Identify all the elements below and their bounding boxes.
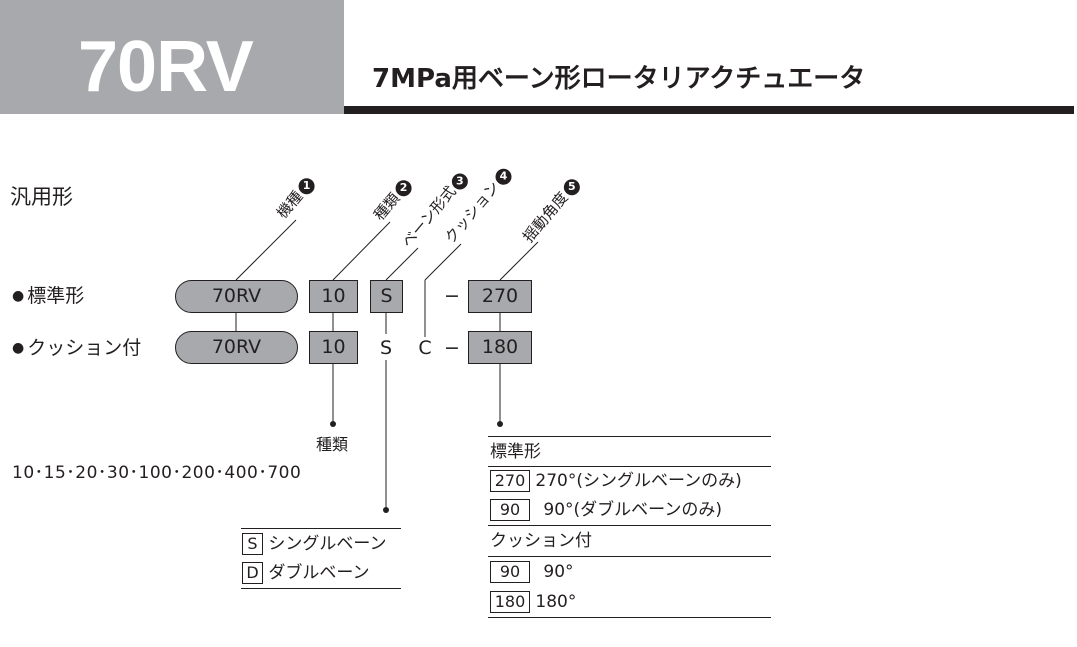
vane-table-top-rule <box>241 528 401 529</box>
angle-standard-title: 標準形 <box>490 442 541 462</box>
vane-code-cushion: S <box>379 337 393 359</box>
vane-code-standard: S <box>370 280 403 313</box>
cushion-code: C <box>418 337 432 359</box>
angle-row-90-standard: 90 90°(ダブルベーンのみ) <box>490 499 722 521</box>
angle-code-box: 180 <box>490 591 530 613</box>
leader-line-cushion <box>424 243 462 281</box>
bullet-icon: ● <box>12 288 25 304</box>
page-subtitle: 7MPa用ベーン形ロータリアクチュエータ <box>372 64 866 94</box>
leader-line-vane <box>385 247 419 281</box>
row-label-cushion: ●クッション付 <box>12 337 142 359</box>
angle-table-rule <box>488 525 771 526</box>
number-4-icon: 4 <box>495 168 512 185</box>
leader-line-angle <box>499 241 539 281</box>
size-code-standard: 10 <box>309 280 358 313</box>
size-code-cushion: 10 <box>309 331 358 364</box>
angle-row-90-cushion: 90 90° <box>490 561 574 583</box>
number-5-icon: 5 <box>563 179 580 196</box>
angle-table-top-rule <box>488 436 771 437</box>
model-title: 70RV <box>78 27 254 107</box>
dash-cushion: − <box>444 337 460 359</box>
angle-table-rule <box>488 556 771 557</box>
angle-code-standard: 270 <box>468 280 532 313</box>
section-title: 汎用形 <box>10 185 73 209</box>
angle-table-bottom-rule <box>488 617 771 618</box>
angle-code-box: 90 <box>490 561 530 583</box>
vane-code-box: D <box>242 562 263 584</box>
dash-standard: − <box>444 285 460 307</box>
angle-row-270: 270 270°(シングルベーンのみ) <box>490 470 742 492</box>
sizes-values: 10･15･20･30･100･200･400･700 <box>12 463 302 483</box>
size-lead-dot <box>330 421 336 427</box>
leader-line-size <box>332 221 391 281</box>
leader-line-model <box>235 219 297 281</box>
vane-code-box: S <box>242 533 263 555</box>
sizes-title: 種類 <box>316 435 349 454</box>
angle-row-180: 180 180° <box>490 591 576 613</box>
header-rule <box>344 106 1074 114</box>
vane-row-s: S シングルベーン <box>242 533 387 555</box>
model-code-cushion: 70RV <box>175 331 298 364</box>
angle-code-cushion: 180 <box>468 331 532 364</box>
vane-lead-dot <box>383 507 389 513</box>
number-2-icon: 2 <box>395 180 412 197</box>
angle-cushion-title: クッション付 <box>490 531 592 551</box>
model-code-standard: 70RV <box>175 280 298 313</box>
number-1-icon: 1 <box>298 178 315 195</box>
angle-code-box: 270 <box>490 470 530 492</box>
bullet-icon: ● <box>12 340 25 356</box>
header-banner <box>0 0 344 114</box>
vane-table-bottom-rule <box>241 588 401 589</box>
angle-table-rule <box>488 466 771 467</box>
vane-row-d: D ダブルベーン <box>242 562 370 584</box>
angle-code-box: 90 <box>490 499 530 521</box>
number-3-icon: 3 <box>452 173 469 190</box>
angle-lead-dot <box>497 421 503 427</box>
row-label-standard: ●標準形 <box>12 285 85 307</box>
